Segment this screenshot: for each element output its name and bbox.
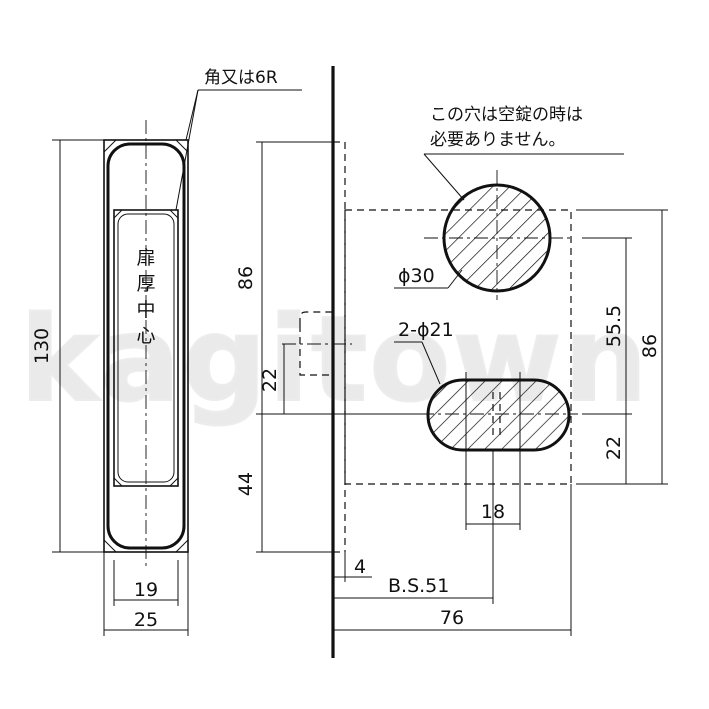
case-depth-label: 76 <box>440 607 464 629</box>
slot-holes <box>426 378 571 452</box>
faceplate-height-label: 130 <box>31 328 53 364</box>
right-height-label: 86 <box>639 334 661 358</box>
large-hole-diameter-label: ϕ30 <box>398 265 435 287</box>
faceplate-front-view: 扉 厚 中 心 角又は6R 130 19 25 <box>31 68 302 636</box>
door-center-char-3: 中 <box>136 299 155 321</box>
faceplate-outer-width-label: 25 <box>134 609 158 631</box>
door-center-char-1: 扉 <box>136 247 155 269</box>
backset-label: B.S.51 <box>388 575 449 597</box>
door-center-char-4: 心 <box>136 325 155 347</box>
hole-note-line-1: この穴は空錠の時は <box>430 105 583 125</box>
corner-radius-note: 角又は6R <box>204 68 278 88</box>
lower-height-label: 44 <box>235 472 257 496</box>
plate-thickness-label: 4 <box>354 556 366 578</box>
door-center-char-2: 厚 <box>136 273 155 295</box>
right-lower-offset-label: 22 <box>603 436 625 460</box>
upper-height-label: 86 <box>235 266 257 290</box>
strike-opening-outline <box>113 209 179 487</box>
small-holes-diameter-label: 2-ϕ21 <box>398 319 454 341</box>
hole-spacing-label: 55.5 <box>603 305 625 347</box>
latch-offset-label: 22 <box>259 368 281 392</box>
hole-note-line-2: 必要ありません。 <box>430 130 566 150</box>
faceplate-inner-width-label: 19 <box>134 579 158 601</box>
lock-side-view: 86 44 22 55.5 86 22 18 4 B.S.51 76 この穴は空… <box>235 66 668 658</box>
